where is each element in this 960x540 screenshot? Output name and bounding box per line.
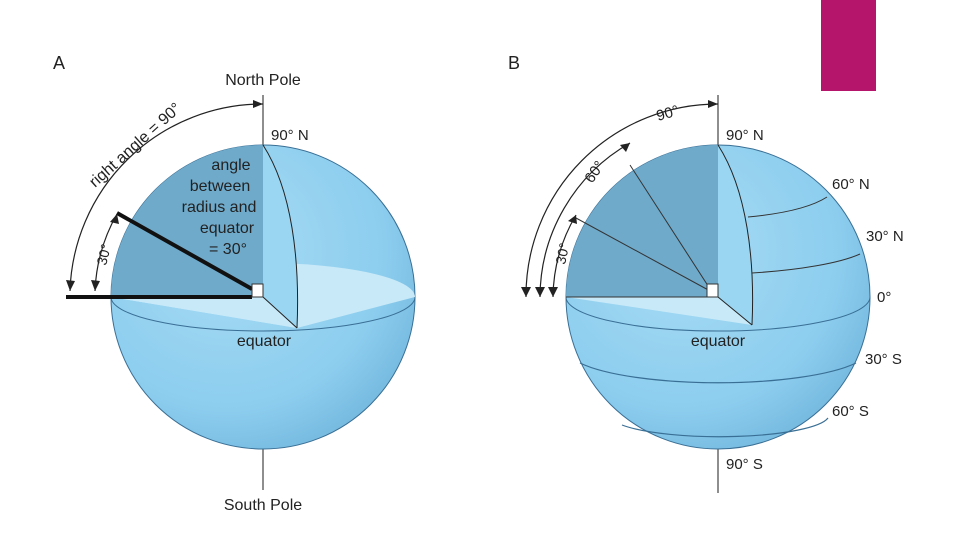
- panel-b: B 90° 60° 30°: [508, 53, 904, 493]
- angle-note: angle between radius and equator = 30°: [182, 157, 257, 258]
- arc-60-b: [539, 142, 631, 298]
- arc-30-label-b: 30°: [552, 242, 572, 266]
- lat-0-label-b: 0°: [877, 289, 891, 306]
- wedge-a: [111, 145, 263, 297]
- center-marker-a: [251, 283, 264, 298]
- angle-note-line: angle: [211, 157, 250, 174]
- equator-disc-b: [566, 297, 752, 325]
- inner-face-b: [718, 145, 753, 325]
- wedge-b: [566, 145, 718, 297]
- arc-30-label-a: 30°: [93, 242, 114, 266]
- equator-line-a: [110, 296, 416, 332]
- latitude-60s: [621, 417, 829, 438]
- south-pole-label: South Pole: [224, 497, 302, 514]
- angle-note-line: equator: [200, 220, 255, 237]
- lat-90n-label-b: 90° N: [726, 127, 764, 144]
- angle-note-line: = 30°: [209, 241, 247, 258]
- accent-tab: [821, 0, 876, 91]
- equator-label-b: equator: [691, 333, 746, 350]
- latitude-30s: [579, 362, 857, 384]
- lat-60n-label-b: 60° N: [832, 176, 870, 193]
- equator-label-a: equator: [237, 333, 292, 350]
- north-pole-label: North Pole: [225, 72, 301, 89]
- latitude-60n: [747, 196, 828, 218]
- lat-30s-label-b: 30° S: [865, 351, 902, 368]
- inner-face-a: [263, 145, 298, 328]
- radius-line-a: [116, 211, 253, 291]
- angle-note-line: between: [190, 178, 251, 195]
- angle-note-line: radius and: [182, 199, 257, 216]
- radius-60-b: [629, 164, 713, 293]
- lat-60s-label-b: 60° S: [832, 403, 869, 420]
- radius-30-b: [575, 217, 713, 293]
- lat-90n-label-a: 90° N: [271, 127, 309, 144]
- right-angle-arc: [69, 103, 264, 292]
- latitude-30n: [751, 253, 861, 274]
- arc-60-label-b: 60°: [581, 158, 608, 186]
- lat-30n-label-b: 30° N: [866, 228, 904, 245]
- panel-a: A North Pole South Pole 90° N eq: [53, 53, 416, 514]
- center-marker-b: [706, 283, 719, 298]
- arc-90-b: [525, 103, 719, 298]
- arc-90-label-b: 90°: [654, 102, 680, 125]
- equator-line-b: [565, 296, 871, 332]
- panel-b-letter: B: [508, 53, 520, 73]
- panel-a-letter: A: [53, 53, 65, 73]
- lat-90s-label-b: 90° S: [726, 456, 763, 473]
